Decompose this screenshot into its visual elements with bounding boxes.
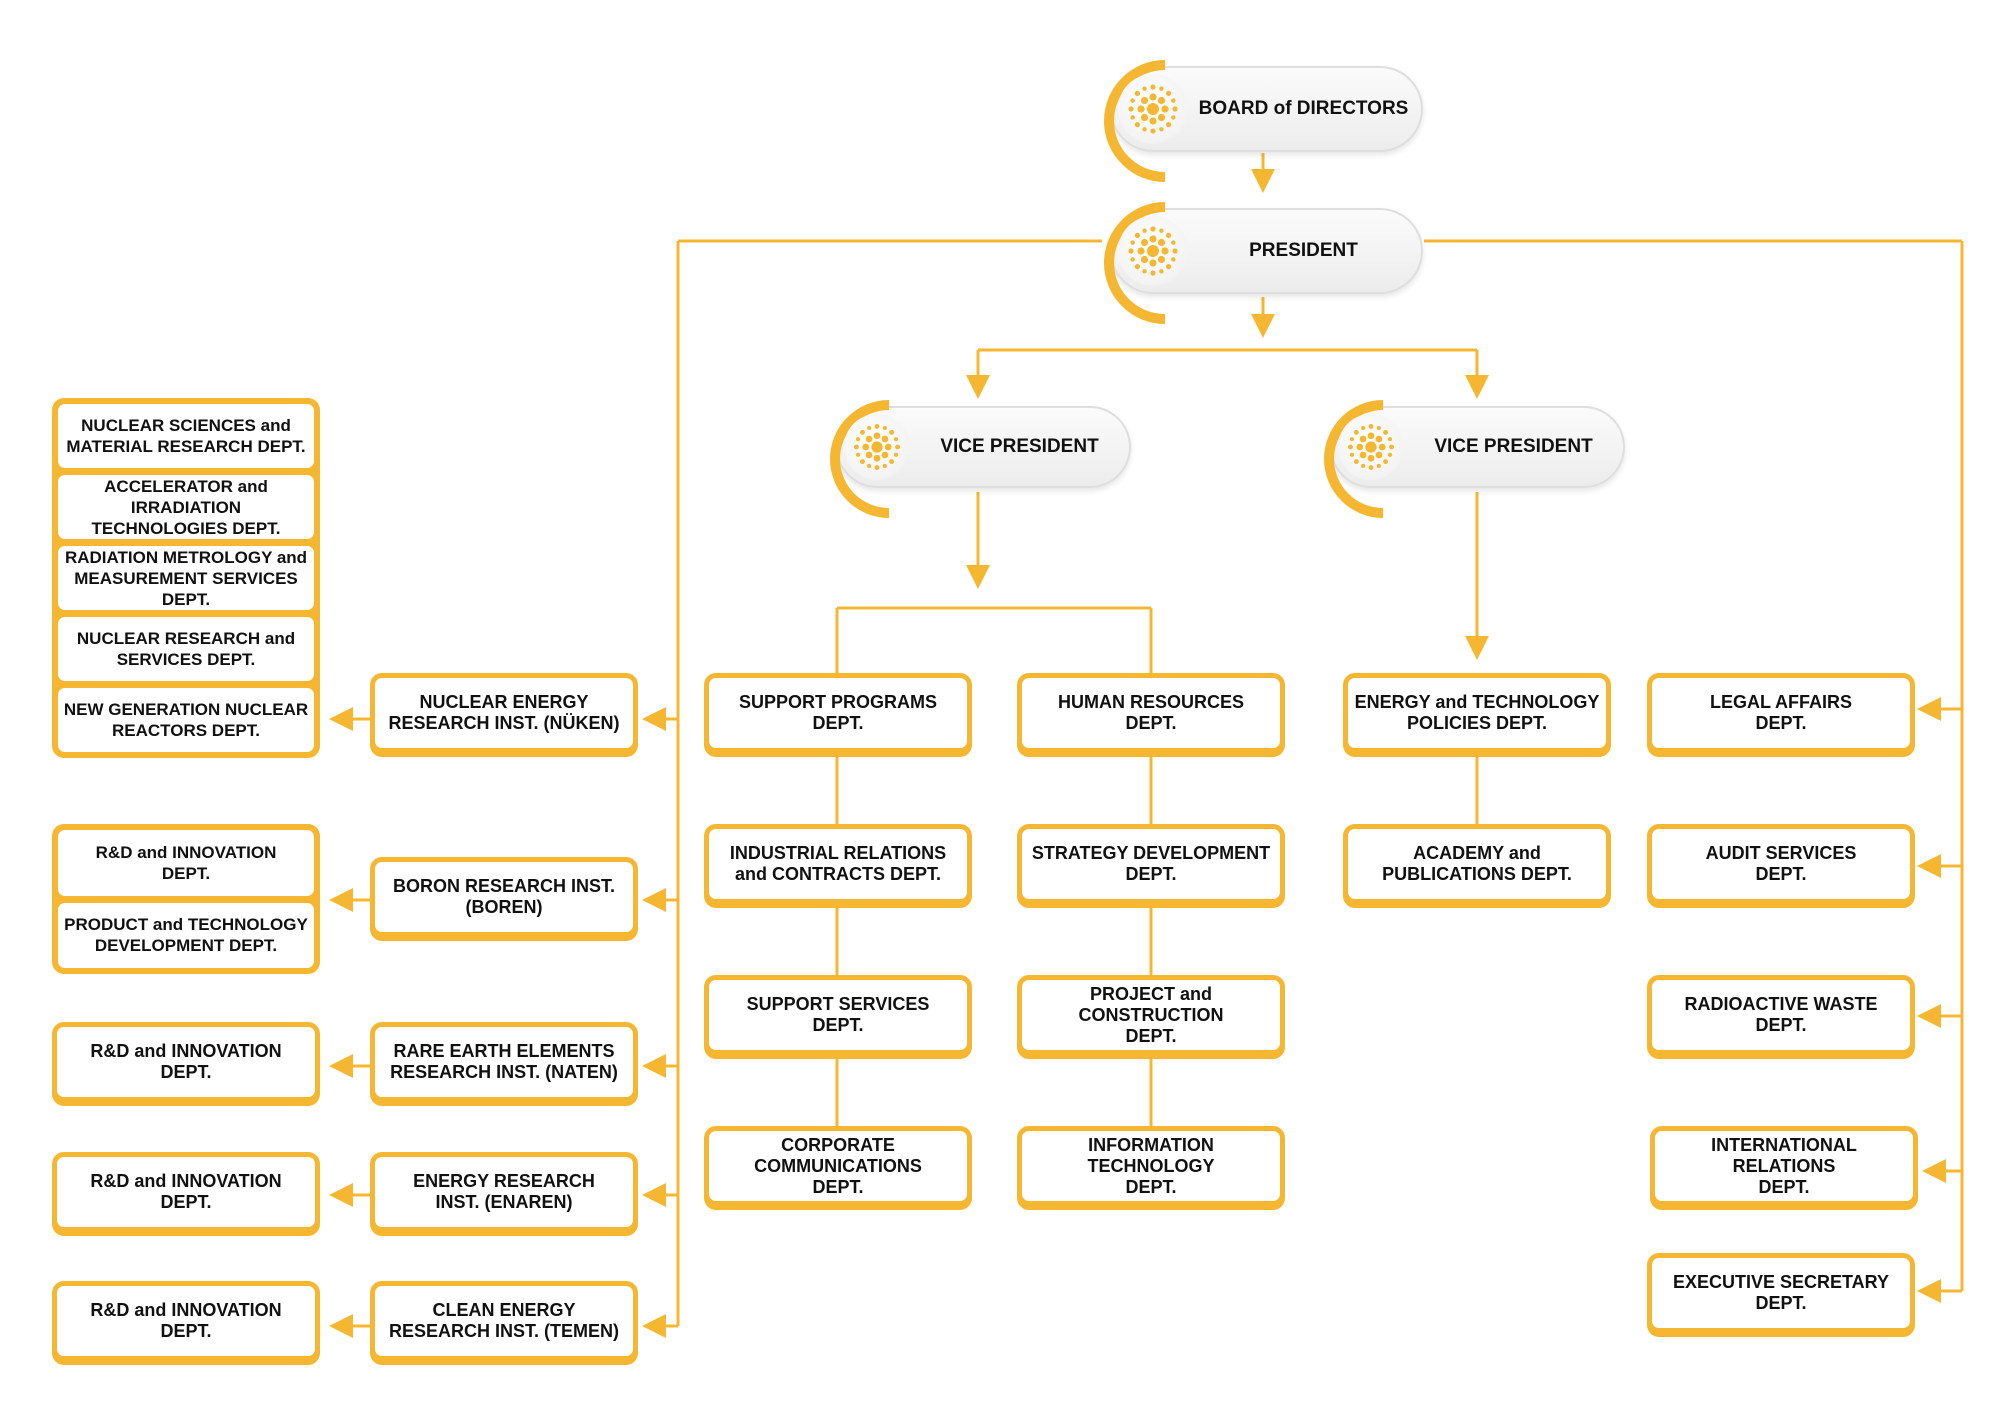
board-of-directors-label: BOARD of DIRECTORS: [1198, 98, 1409, 119]
support-programs-dept-box: SUPPORT PROGRAMS DEPT.: [704, 673, 972, 753]
temen-rnd-dept-box: R&D and INNOVATION DEPT.: [52, 1281, 320, 1361]
executive-secretary-dept-box: EXECUTIVE SECRETARY DEPT.: [1647, 1253, 1915, 1333]
department-box: RADIATION METROLOGY and MEASUREMENT SERV…: [58, 546, 314, 610]
boren-departments-stack: R&D and INNOVATION DEPT. PRODUCT and TEC…: [52, 824, 320, 974]
enaren-institute-box: ENERGY RESEARCH INST. (ENAREN): [370, 1152, 638, 1232]
atom-dots-icon: [1338, 414, 1404, 480]
international-relations-dept-box: INTERNATIONAL RELATIONS DEPT.: [1650, 1126, 1918, 1206]
audit-services-dept-box: AUDIT SERVICES DEPT.: [1647, 824, 1915, 904]
nuken-institute-box: NUCLEAR ENERGY RESEARCH INST. (NÜKEN): [370, 673, 638, 753]
radioactive-waste-dept-box: RADIOACTIVE WASTE DEPT.: [1647, 975, 1915, 1055]
boren-institute-box: BORON RESEARCH INST. (BOREN): [370, 857, 638, 937]
vice-president-right-label: VICE PRESIDENT: [1434, 436, 1593, 457]
department-box: NUCLEAR SCIENCES and MATERIAL RESEARCH D…: [58, 404, 314, 468]
energy-technology-policies-dept-box: ENERGY and TECHNOLOGY POLICIES DEPT.: [1343, 673, 1611, 753]
corporate-communications-dept-box: CORPORATE COMMUNICATIONS DEPT.: [704, 1126, 972, 1206]
department-box: R&D and INNOVATION DEPT.: [58, 830, 314, 896]
academy-publications-dept-box: ACADEMY and PUBLICATIONS DEPT.: [1343, 824, 1611, 904]
strategy-development-dept-box: STRATEGY DEVELOPMENT DEPT.: [1017, 824, 1285, 904]
president-node: PRESIDENT: [1078, 176, 1423, 350]
department-box: ACCELERATOR and IRRADIATION TECHNOLOGIES…: [58, 475, 314, 539]
vice-president-left-label: VICE PRESIDENT: [940, 436, 1099, 457]
department-box: PRODUCT and TECHNOLOGY DEVELOPMENT DEPT.: [58, 902, 314, 968]
project-construction-dept-box: PROJECT and CONSTRUCTION DEPT.: [1017, 975, 1285, 1055]
atom-dots-icon: [1118, 74, 1188, 144]
naten-institute-box: RARE EARTH ELEMENTS RESEARCH INST. (NATE…: [370, 1022, 638, 1102]
department-box: NUCLEAR RESEARCH and SERVICES DEPT.: [58, 617, 314, 681]
atom-dots-icon: [1118, 216, 1188, 286]
human-resources-dept-box: HUMAN RESOURCES DEPT.: [1017, 673, 1285, 753]
naten-rnd-dept-box: R&D and INNOVATION DEPT.: [52, 1022, 320, 1102]
temen-institute-box: CLEAN ENERGY RESEARCH INST. (TEMEN): [370, 1281, 638, 1361]
industrial-relations-dept-box: INDUSTRIAL RELATIONS and CONTRACTS DEPT.: [704, 824, 972, 904]
vice-president-left-node: VICE PRESIDENT: [805, 375, 1131, 543]
legal-affairs-dept-box: LEGAL AFFAIRS DEPT.: [1647, 673, 1915, 753]
department-box: NEW GENERATION NUCLEAR REACTORS DEPT.: [58, 688, 314, 752]
enaren-rnd-dept-box: R&D and INNOVATION DEPT.: [52, 1152, 320, 1232]
board-of-directors-node: BOARD of DIRECTORS: [1078, 34, 1423, 208]
atom-dots-icon: [844, 414, 910, 480]
president-label: PRESIDENT: [1249, 240, 1358, 261]
support-services-dept-box: SUPPORT SERVICES DEPT.: [704, 975, 972, 1055]
nuken-departments-stack: NUCLEAR SCIENCES and MATERIAL RESEARCH D…: [52, 398, 320, 758]
information-technology-dept-box: INFORMATION TECHNOLOGY DEPT.: [1017, 1126, 1285, 1206]
vice-president-right-node: VICE PRESIDENT: [1299, 375, 1625, 543]
